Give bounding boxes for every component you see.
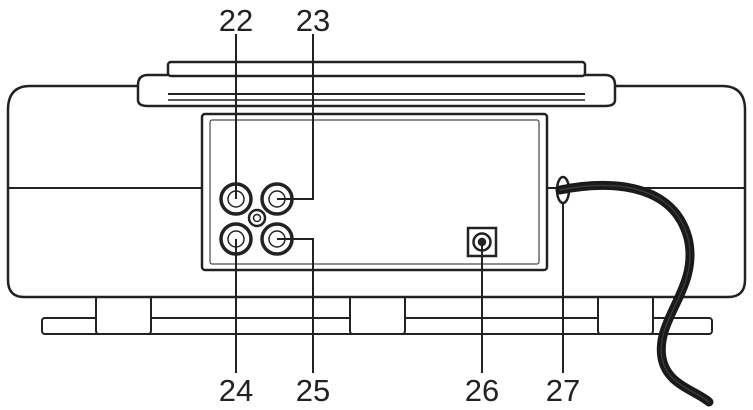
callout-24: 24 xyxy=(219,373,253,408)
leader-23 xyxy=(277,34,314,200)
leader-25 xyxy=(277,238,314,373)
power-cord-highlight xyxy=(559,184,710,403)
leader-lines xyxy=(235,34,564,373)
top-handle xyxy=(136,60,617,108)
foot-left xyxy=(95,295,152,335)
device-base xyxy=(41,295,713,335)
rear-recess-panel-inner xyxy=(209,119,540,265)
callout-23: 23 xyxy=(296,3,330,38)
jack-center xyxy=(247,208,267,228)
callout-25: 25 xyxy=(296,373,330,408)
foot-right xyxy=(597,295,654,335)
foot-center xyxy=(349,295,406,335)
callout-27: 27 xyxy=(546,373,580,408)
callout-26: 26 xyxy=(465,373,499,408)
callout-22: 22 xyxy=(219,3,253,38)
dc-power-socket xyxy=(466,226,498,258)
